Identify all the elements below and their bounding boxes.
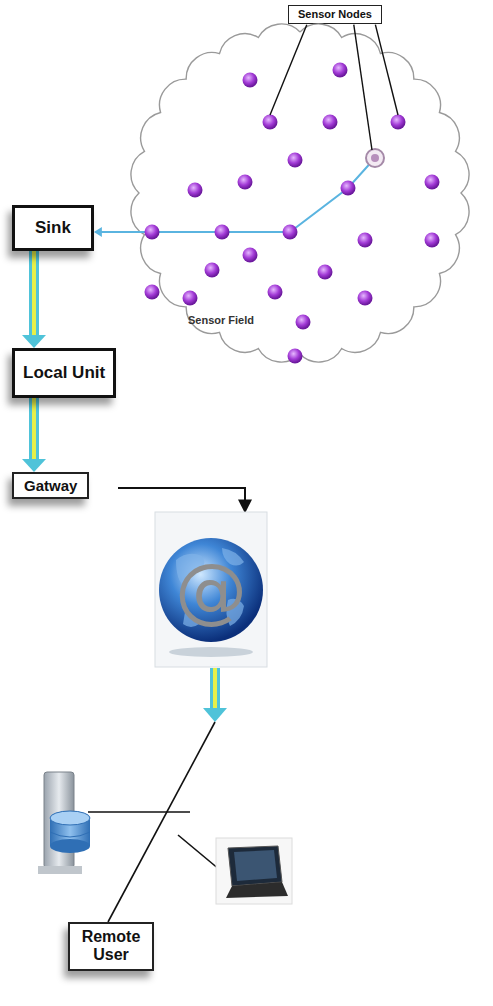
sensor-node-dot [145, 285, 160, 300]
sensor-node-dot [238, 175, 253, 190]
sensor-node-dot [145, 225, 160, 240]
sensor-node-dot [358, 291, 373, 306]
sensor-field-cloud: Sensor Field [125, 18, 475, 368]
user-wire [108, 722, 215, 922]
node-label: Sink [35, 218, 71, 238]
source-node [366, 149, 384, 167]
sensor-node-dot [391, 115, 406, 130]
internet-arrow [210, 668, 220, 710]
region-label: Sensor Field [188, 314, 254, 327]
sensor-node-dot [425, 233, 440, 248]
internet-arrow [213, 668, 217, 710]
laptop-icon [216, 838, 292, 904]
sensor-node-dot [243, 248, 258, 263]
sensor-node-dot [296, 315, 311, 330]
sensor-node-dot [268, 285, 283, 300]
connector-line [32, 398, 36, 460]
gateway-box: Gatway [12, 472, 89, 499]
server-icon [38, 772, 90, 874]
node-label: Gatway [24, 477, 77, 494]
leader-line [375, 25, 398, 115]
sensor-node-dot [425, 175, 440, 190]
connector-line [101, 231, 125, 233]
leader-line [270, 25, 307, 115]
connector [22, 398, 46, 472]
local-unit-box: Local Unit [12, 348, 116, 398]
sensor-node-dot [243, 73, 258, 88]
arrow-head [22, 335, 46, 348]
sensor-node-dot [215, 225, 230, 240]
internet-arrow [203, 708, 227, 722]
node-label: Local Unit [23, 363, 105, 383]
node-label: Remote User [78, 928, 144, 965]
gateway-link [118, 488, 245, 512]
sensor-node-dot [358, 233, 373, 248]
globe-shadow [169, 647, 253, 657]
remote-user-box: Remote User [68, 922, 154, 971]
sensor-node-dot [183, 291, 198, 306]
connector [22, 251, 46, 348]
node-label: Sensor Nodes [298, 8, 372, 21]
connector-line [29, 398, 39, 460]
arrow-head [94, 227, 102, 237]
sink-box: Sink [12, 205, 94, 251]
connector [94, 227, 125, 237]
leader-line [354, 25, 372, 150]
cloud-outline [131, 24, 469, 362]
sensor-node-dot [283, 225, 298, 240]
connector-line [29, 251, 39, 336]
cloud-outline [125, 18, 475, 368]
sensor-node-dot [288, 349, 303, 364]
sensor-node-dot [318, 265, 333, 280]
internet-symbol: @ [175, 554, 247, 626]
connector-line [32, 251, 36, 336]
sensor-node-dot [263, 115, 278, 130]
sensor-node-dot [205, 263, 220, 278]
server-wire [88, 811, 190, 813]
sensor-node-dot [333, 63, 348, 78]
callout-box: Sensor Nodes [288, 5, 382, 24]
sensor-node-dot [323, 115, 338, 130]
globe-frame [155, 512, 267, 667]
route-line [125, 158, 375, 232]
sensor-node-dot [288, 153, 303, 168]
arrow-head [22, 459, 46, 472]
sensor-node-dot [188, 183, 203, 198]
sensor-node-dot [341, 181, 356, 196]
globe [159, 538, 263, 642]
source-node [371, 154, 379, 162]
